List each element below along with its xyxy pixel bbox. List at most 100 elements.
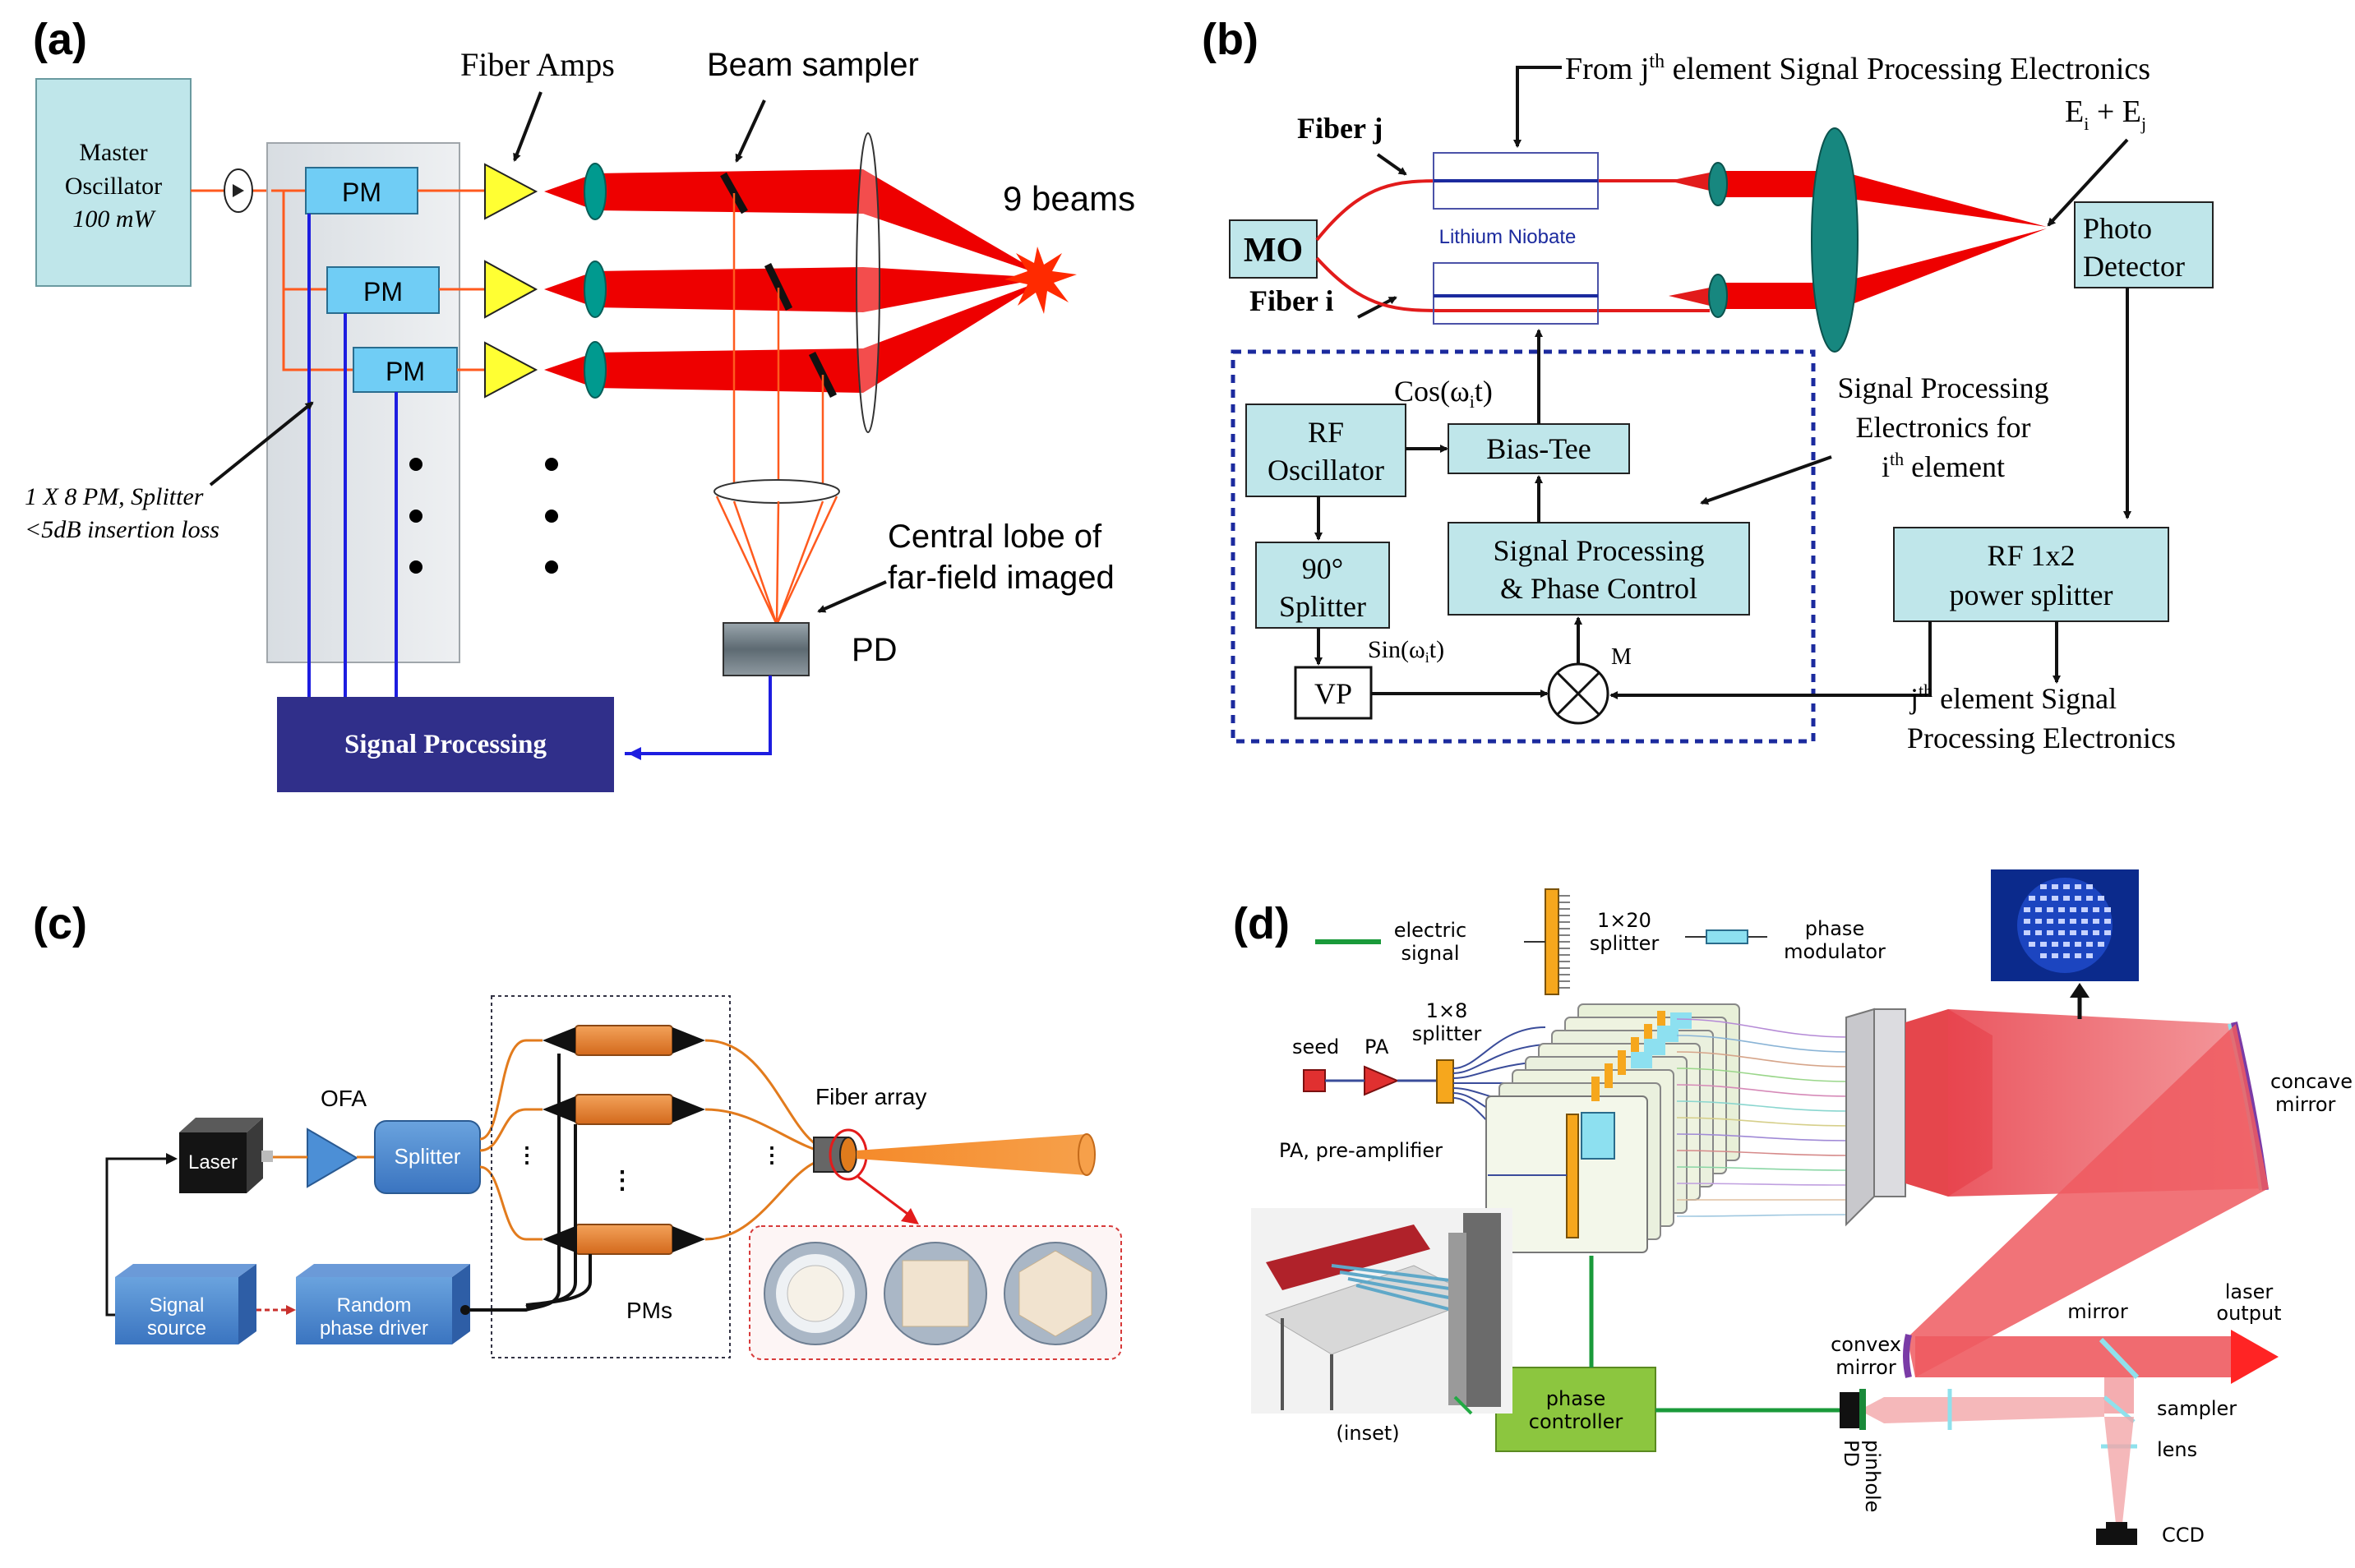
splitter-1x8-line1: 1×8	[1426, 999, 1468, 1022]
from-jth-pointer	[1513, 66, 1562, 148]
bundle-fiber	[1676, 1084, 1850, 1097]
fiber-i-pointer	[1357, 296, 1397, 319]
pms-label: PMs	[626, 1298, 672, 1323]
legend-phase-modulator-line2: modulator	[1784, 940, 1886, 963]
focus-beam-3	[863, 279, 1046, 393]
spe-ith-line2: Electronics for	[1856, 411, 2031, 444]
photo-detector-line1: Photo	[2083, 212, 2152, 245]
ofa-amp-icon	[307, 1128, 358, 1188]
array-square-inner	[902, 1260, 969, 1327]
spot	[2063, 942, 2070, 947]
ellipsis-dot	[545, 458, 558, 471]
bundle-fiber	[1676, 1068, 1850, 1082]
imaging-lens	[713, 479, 840, 504]
output-fibers	[704, 1039, 831, 1241]
spot	[2104, 930, 2111, 935]
isolator-arrow-icon	[233, 184, 244, 197]
back-splitter-icon	[1631, 1037, 1639, 1062]
ccd-icon-top	[2106, 1522, 2127, 1530]
beam-i-focus	[1840, 228, 2047, 309]
rf-splitter-to-mixer	[1609, 621, 1932, 699]
back-modulator-icon	[1670, 1012, 1692, 1029]
back-splitter-icon	[1644, 1024, 1652, 1049]
pm-box-3	[353, 347, 458, 393]
legend-phase-modulator-line1: phase	[1805, 917, 1864, 940]
cos-label: Cos(ωit)	[1394, 375, 1493, 412]
output-beam	[1915, 1336, 2231, 1377]
splitter-90-line2: Splitter	[1279, 590, 1366, 623]
spot	[2093, 907, 2099, 912]
laser-output-arrow-icon	[2231, 1330, 2279, 1384]
fiber-array-mount-front	[1873, 1008, 1906, 1197]
laser-output-line1: laser	[2225, 1280, 2274, 1303]
spot	[2086, 896, 2093, 901]
zoom-arrowhead-icon	[901, 1208, 919, 1224]
spot	[2040, 896, 2047, 901]
splitter-1x8-icon	[1436, 1059, 1454, 1104]
spot	[2075, 953, 2081, 958]
sample-to-pd-beam	[1859, 1397, 2104, 1423]
pa-note-label: PA, pre-amplifier	[1279, 1139, 1443, 1162]
front-modulator-array-icon	[1581, 1112, 1615, 1160]
imaging-rays	[715, 496, 838, 625]
spot	[2047, 919, 2053, 924]
ei-ej-label: Ei + Ej	[2065, 95, 2146, 134]
mixer-m-label: M	[1611, 644, 1632, 670]
pd-label-d: PD	[1840, 1440, 1863, 1467]
pd-to-sp-wire	[628, 676, 772, 760]
fiber-j-label: Fiber j	[1297, 112, 1383, 145]
convex-mirror	[1903, 1334, 1912, 1378]
bundle-fiber	[1676, 1117, 1850, 1127]
laser-label: Laser	[188, 1151, 238, 1174]
fiber-j-pointer	[1376, 153, 1407, 176]
inset-green-wire	[1453, 1395, 1473, 1415]
spot	[2070, 930, 2076, 935]
fiber-array-mount	[1845, 1008, 1875, 1227]
mo-box	[1229, 219, 1318, 279]
back-modulator-icon	[1631, 1052, 1652, 1068]
random-phase-driver-line1: Random	[337, 1294, 412, 1317]
beam-j-collimated	[1713, 171, 1822, 197]
central-lobe-line1: Central lobe of	[888, 519, 1102, 555]
spe-ith-line1: Signal Processing	[1838, 371, 2049, 404]
ellipsis-dot	[545, 560, 558, 574]
spot	[2047, 907, 2053, 912]
bundle-fiber	[1676, 1183, 1850, 1186]
spot	[2035, 930, 2042, 935]
ellipsis-dot	[545, 510, 558, 523]
legend-splitter-comb	[1558, 895, 1570, 989]
collimating-lens-2	[584, 261, 607, 318]
sampler-mirror	[2099, 1337, 2140, 1380]
hex-array-square	[884, 1242, 987, 1345]
spe-ith-pointer	[1700, 455, 1832, 505]
seed-box	[1303, 1069, 1326, 1092]
panel-b-label: (b)	[1202, 15, 1258, 64]
lens-label: lens	[2157, 1438, 2197, 1461]
bundle-fiber	[1676, 1035, 1850, 1053]
mirror-label: mirror	[2067, 1300, 2128, 1323]
spot	[2035, 919, 2042, 924]
signal-processing-phase-control-box	[1448, 522, 1750, 616]
spot	[2070, 919, 2076, 924]
spot	[2075, 884, 2081, 889]
signal-source-top	[115, 1264, 256, 1277]
back-modulator-icon	[1657, 1026, 1679, 1042]
signal-source-side	[238, 1264, 256, 1344]
output-cone	[857, 1134, 1087, 1175]
back-splitter-icon	[1591, 1077, 1600, 1101]
spot	[2024, 919, 2030, 924]
ellipsis-dot	[409, 458, 423, 471]
splitter-panel	[266, 142, 460, 663]
fiber-i-path	[1315, 256, 1710, 312]
far-field-spots	[2024, 884, 2111, 958]
lithium-niobate-label: Lithium Niobate	[1439, 226, 1577, 248]
vp-label: VP	[1314, 677, 1352, 710]
bundle-fiber	[1676, 1150, 1850, 1156]
signal-processing-box	[277, 697, 614, 792]
ellipsis-c3: ⋮	[761, 1142, 783, 1167]
phase-driver-top	[296, 1264, 470, 1277]
convex-mirror-line1: convex	[1831, 1333, 1901, 1356]
far-field-arrowhead-icon	[2070, 983, 2089, 998]
fiber-array-face	[839, 1137, 857, 1173]
